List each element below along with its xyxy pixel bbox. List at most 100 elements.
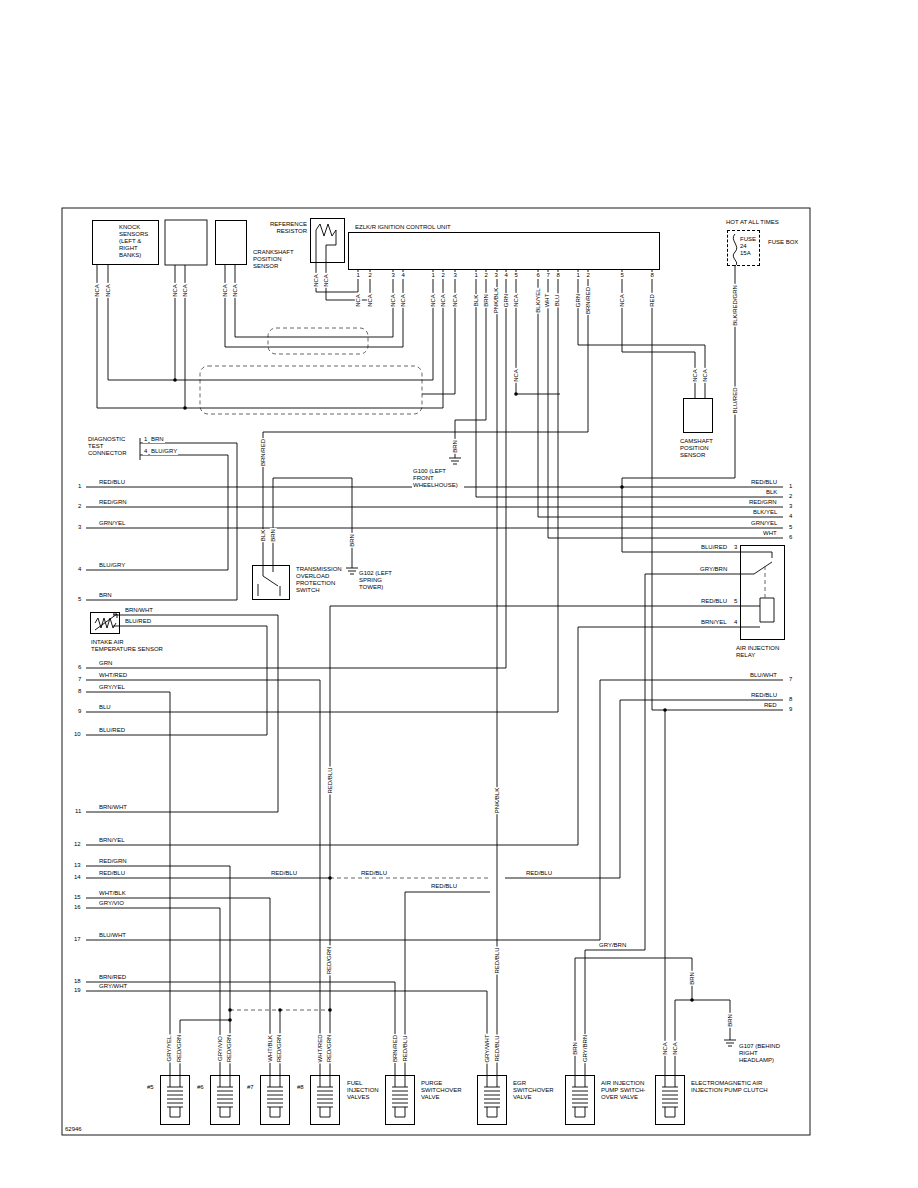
wire — [86, 615, 278, 812]
junction-dot — [663, 708, 667, 712]
wire — [97, 265, 443, 408]
wire — [455, 270, 486, 458]
wire-label: GRY/BRN — [598, 942, 627, 949]
component-box: INTAKE AIR TEMPERATURE SENSOR — [90, 612, 120, 634]
wire-label: BRN — [150, 436, 165, 443]
wire-label: RED — [648, 293, 655, 308]
wire-connector — [578, 270, 705, 398]
wire — [86, 507, 783, 508]
wire-label: NCA — [93, 283, 100, 298]
wire-label: RED/BLU — [494, 1034, 501, 1062]
wire-label: 4 — [143, 448, 148, 455]
wire-label: BRN/RED — [98, 974, 127, 981]
wire-label: 11 — [74, 808, 82, 815]
wire-label: RED/BLU — [402, 1034, 409, 1062]
wire-label: BLU/WHT — [98, 932, 127, 939]
component-label: REFERENCE RESISTOR — [259, 221, 307, 235]
wire — [538, 270, 783, 517]
component-label: #7 — [247, 1084, 254, 1091]
wire-connector — [330, 606, 740, 1075]
wire-label: BRN — [451, 439, 458, 454]
wire-label: 1 — [77, 483, 82, 490]
component-box: CAMSHAFT POSITION SENSOR — [683, 398, 713, 433]
wire-label: BLK — [765, 489, 778, 496]
junction-dot — [228, 1008, 232, 1012]
wire — [86, 982, 395, 1075]
wire-label: NCA — [322, 273, 329, 288]
fuse-symbol — [733, 234, 736, 266]
wire-label: GRY/WHT — [98, 983, 128, 990]
wire-label: BLK — [260, 528, 267, 541]
wire-label: NCA — [512, 293, 519, 308]
component-box: #6 — [210, 1075, 240, 1125]
wire-label: GRN — [575, 292, 582, 307]
wire — [86, 627, 740, 845]
knock-sensor-box — [165, 220, 207, 265]
coil-symbol — [317, 1075, 333, 1117]
wire — [405, 892, 490, 1075]
wire — [86, 626, 267, 735]
wire-label: BRN — [98, 592, 113, 599]
wire-label: NCA — [399, 293, 406, 308]
wire-label: WHT — [544, 292, 551, 308]
wire-label: GRN/YEL — [750, 520, 778, 527]
wire-label: 4 — [733, 619, 738, 626]
wire-label: 3 — [494, 272, 499, 279]
wire-label: 17 — [73, 936, 82, 943]
component-box: CRANKSHAFT POSITION SENSOR — [215, 220, 247, 265]
wire-label: 9 — [77, 708, 82, 715]
wire-label: GRN — [503, 292, 510, 307]
wire-label: WHT/BLK — [98, 890, 127, 897]
component-label: PURGE SWITCHOVER VALVE — [421, 1080, 473, 1101]
wire-label: GRN/YEL — [98, 520, 126, 527]
wire-label: BLK/RED/GRN — [731, 284, 738, 327]
wire-label: RED/BLU — [494, 946, 501, 974]
wire-label: NCA — [221, 283, 228, 298]
wire-label: 1 — [143, 436, 148, 443]
wire-label: NCA — [171, 283, 178, 298]
wire-label: 8 — [77, 688, 82, 695]
wire-label: RED/GRN — [176, 1033, 183, 1063]
wire-label: 8 — [650, 272, 655, 279]
wire-label: RED/BLU — [98, 479, 126, 486]
wire-label: NCA — [701, 368, 708, 383]
wire — [575, 958, 730, 1075]
wire-label: RED/BLU — [750, 479, 778, 486]
component-label: DIAGNOSTIC TEST CONNECTOR — [88, 436, 136, 457]
shield — [268, 328, 368, 354]
wire-label: 7 — [788, 676, 793, 683]
wire-connector — [235, 265, 393, 337]
wire-label: RED/BLU — [750, 692, 778, 699]
wire-label: BRN — [688, 971, 695, 986]
wire — [422, 270, 455, 394]
wire-label: GRY/VIO — [98, 900, 125, 907]
wire-label: BLU/WHT — [749, 672, 778, 679]
wire — [225, 265, 403, 347]
wire-label: GRN — [98, 660, 113, 667]
wire-label: 4 — [77, 566, 82, 573]
wire — [86, 692, 170, 1075]
wire-label: GRY/YEL — [166, 1034, 173, 1062]
component-box: AIR INJECTION RELAY — [740, 545, 785, 640]
wire-label: 2 — [368, 272, 373, 279]
wire — [548, 270, 783, 538]
wire-label: RED/GRN — [326, 1033, 333, 1063]
wire-label: 1 — [576, 272, 581, 279]
wire-label: BRN/WHT — [124, 607, 154, 614]
wire-label: BLU/RED — [700, 544, 728, 551]
wire — [330, 878, 490, 879]
junction-dot — [228, 1018, 232, 1022]
wire — [86, 680, 320, 1075]
wire-label: NCA — [104, 283, 111, 298]
wire-label: 13 — [73, 862, 82, 869]
connector-group — [108, 263, 740, 1075]
component-box: AIR INJECTION PUMP SWITCH-OVER VALVE — [565, 1075, 595, 1125]
wire-label: BRN — [726, 1013, 733, 1028]
wire-label: GRY/BRN — [582, 1033, 589, 1062]
wire-label: 16 — [73, 904, 82, 911]
wire-label: 5 — [733, 598, 738, 605]
ground-symbol — [346, 568, 358, 574]
wire-label: BLU/RED — [732, 386, 739, 414]
